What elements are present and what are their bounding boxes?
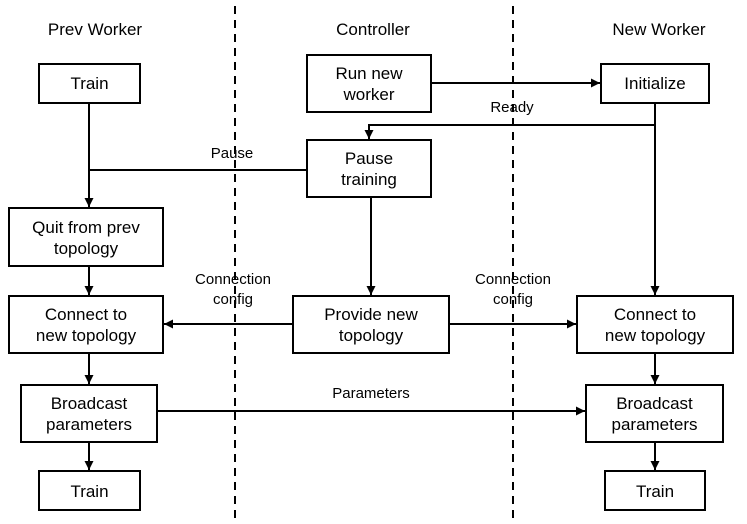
conn-config-left-line1: Connection [195,271,271,288]
new-connect-topology-box: Connect to new topology [576,295,734,354]
controller-run-worker-box: Run new worker [306,54,432,113]
prev-quit-line1: Quit from prev [32,218,140,237]
new-broadcast-box: Broadcast parameters [585,384,724,443]
conn-config-right-line2: config [493,291,533,308]
prev-quit-line2: topology [54,239,119,258]
prev-quit-topology-box: Quit from prev topology [8,207,164,267]
run-worker-line2: worker [342,85,394,104]
conn-config-right-line1: Connection [475,271,551,288]
prev-broadcast-box: Broadcast parameters [20,384,158,443]
ready-label: Ready [490,99,534,116]
provide-topology-line2: topology [339,326,404,345]
prev-broadcast-line1: Broadcast [51,394,128,413]
run-worker-line1: Run new [335,64,403,83]
new-connect-line1: Connect to [614,305,696,324]
new-connect-line2: new topology [605,326,706,345]
prev-train-bottom-label: Train [70,482,108,501]
column-header-controller: Controller [336,20,410,39]
initialize-label: Initialize [624,74,685,93]
arrow-ready [364,103,656,139]
prev-connect-line2: new topology [36,326,137,345]
parameters-label: Parameters [332,385,410,402]
pause-label: Pause [211,145,254,162]
column-header-new-worker: New Worker [612,20,706,39]
controller-provide-topology-box: Provide new topology [292,295,450,354]
new-broadcast-line1: Broadcast [616,394,693,413]
prev-broadcast-line2: parameters [46,415,132,434]
column-header-prev-worker: Prev Worker [48,20,142,39]
new-train-label: Train [636,482,674,501]
prev-connect-topology-box: Connect to new topology [8,295,164,354]
new-train-box: Train [604,470,706,511]
prev-train-top-label: Train [70,74,108,93]
pause-training-line1: Pause [345,149,393,168]
prev-train-top-box: Train [38,63,141,104]
prev-connect-line1: Connect to [45,305,127,324]
conn-config-left-line2: config [213,291,253,308]
controller-pause-training-box: Pause training [306,139,432,198]
provide-topology-line1: Provide new [324,305,418,324]
pause-training-line2: training [341,170,397,189]
prev-train-bottom-box: Train [38,470,141,511]
new-broadcast-line2: parameters [612,415,698,434]
new-initialize-box: Initialize [600,63,710,104]
